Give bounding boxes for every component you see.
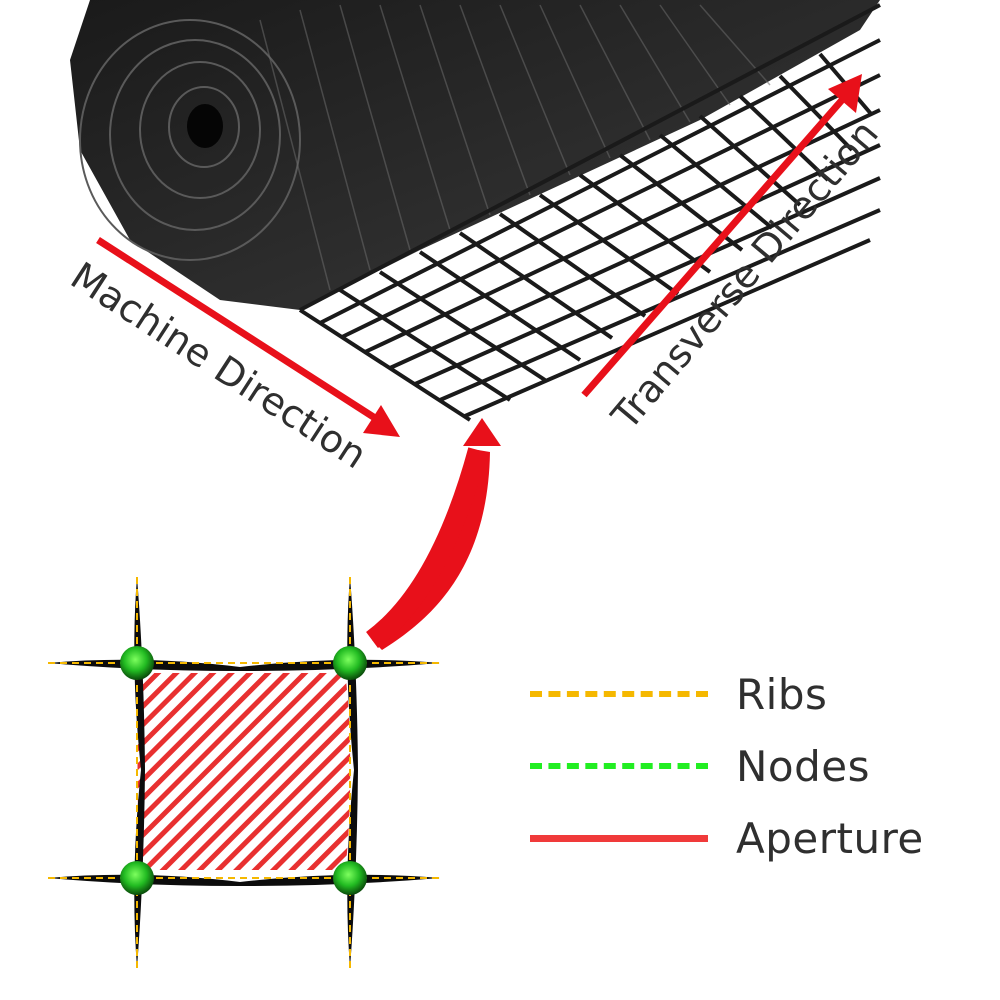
legend-item-aperture: Aperture (530, 802, 970, 874)
node (333, 861, 367, 895)
legend-label: Aperture (736, 813, 924, 863)
aperture-detail (48, 577, 440, 968)
node (120, 646, 154, 680)
legend: Ribs Nodes Aperture (530, 658, 970, 874)
aperture-fill (137, 673, 351, 870)
legend-item-nodes: Nodes (530, 730, 970, 802)
rib-centerlines (48, 577, 440, 968)
ribs-swatch (530, 691, 708, 697)
legend-label: Ribs (736, 669, 828, 719)
machine-direction-arrow (96, 237, 400, 437)
node (333, 646, 367, 680)
node (120, 861, 154, 895)
nodes (120, 646, 367, 895)
legend-label: Nodes (736, 741, 870, 791)
legend-item-ribs: Ribs (530, 658, 970, 730)
nodes-swatch (530, 763, 708, 769)
aperture-swatch (530, 834, 708, 842)
transverse-direction-arrow (581, 74, 862, 398)
callout-arrow (365, 418, 501, 650)
